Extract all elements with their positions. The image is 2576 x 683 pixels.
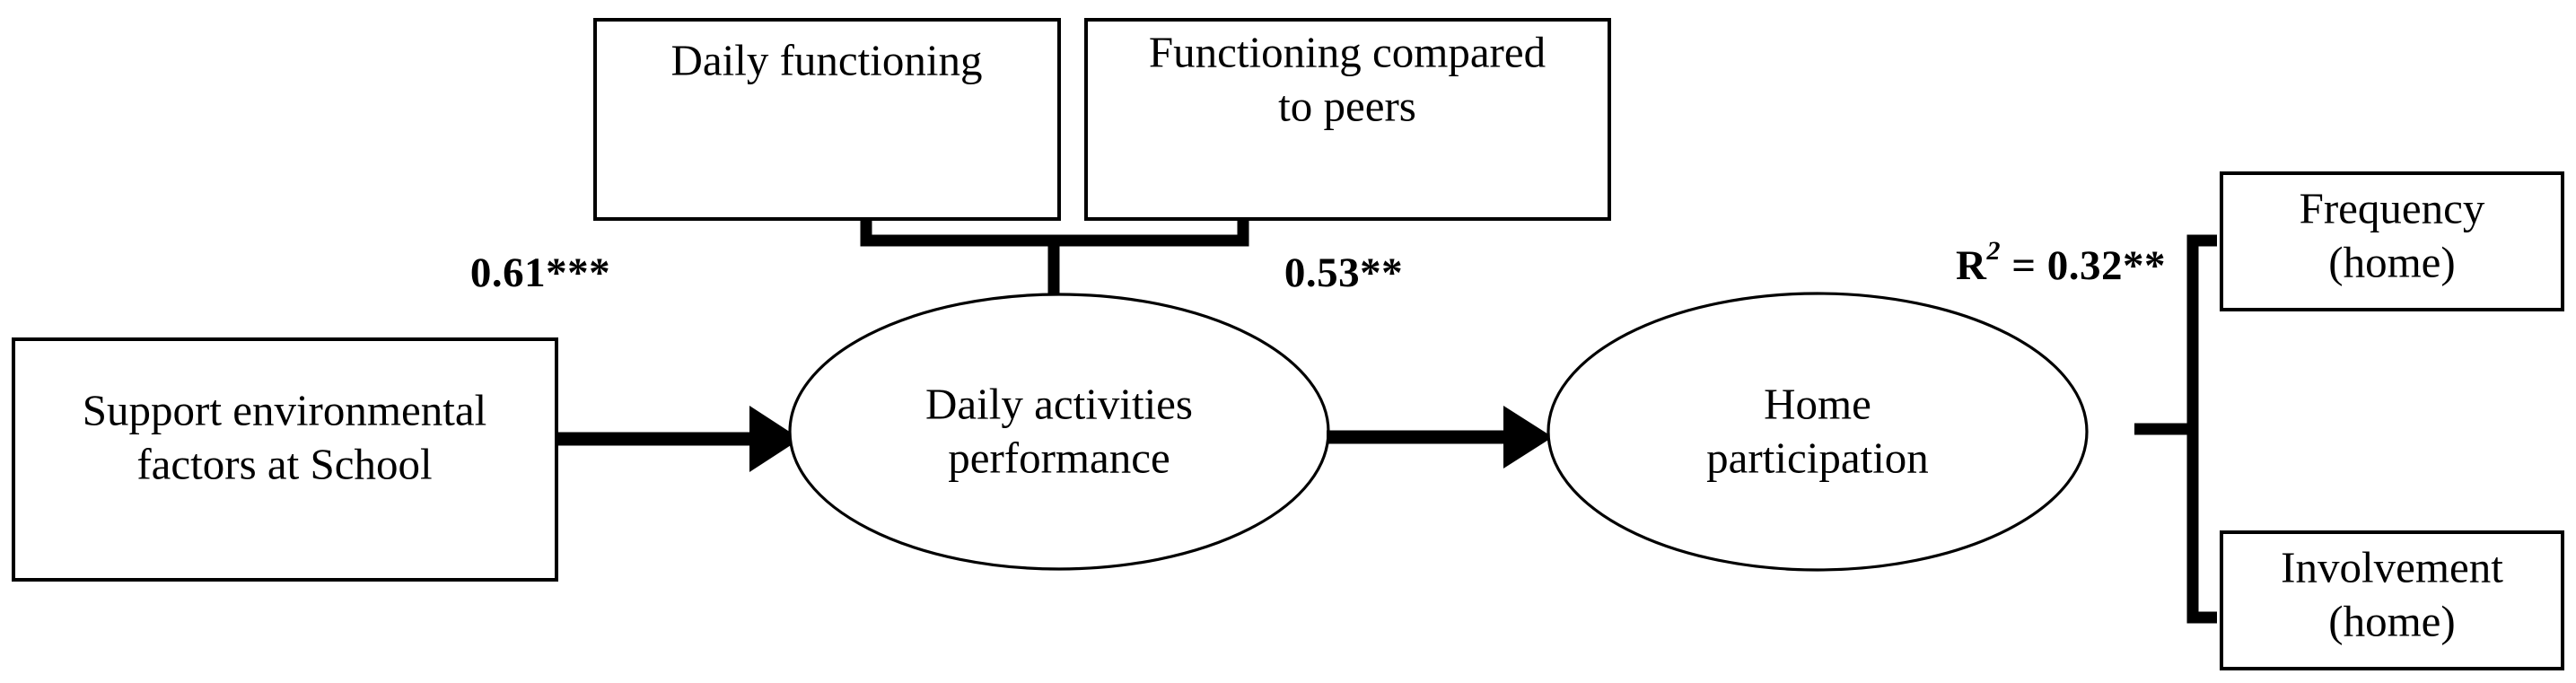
outcome-label-line1: Home — [1764, 379, 1871, 428]
involvement-home-label-line2: (home) — [2328, 596, 2456, 645]
node-support-environmental-factors: Support environmental factors at School — [12, 337, 558, 582]
functioning-peers-label-line1: Functioning compared — [1149, 27, 1546, 76]
frequency-home-label-line1: Frequency — [2300, 183, 2485, 232]
node-involvement-home: Involvement (home) — [2220, 530, 2564, 670]
r-squared-symbol: R — [1956, 242, 1987, 289]
node-functioning-compared-to-peers: Functioning compared to peers — [1084, 18, 1611, 221]
outcome-bracket-path — [2186, 234, 2217, 624]
mediator-label-line2: performance — [948, 433, 1170, 482]
functioning-peers-box — [1084, 18, 1611, 221]
predictor-label-line2: factors at School — [136, 439, 432, 488]
r-squared-exponent: 2 — [1985, 236, 2001, 266]
coefficient-label-mediator-indicators: 0.53** — [1284, 250, 1403, 296]
functioning-peers-label-line2: to peers — [1278, 81, 1416, 130]
node-daily-functioning: Daily functioning — [593, 18, 1061, 221]
predictor-label-line1: Support environmental — [83, 385, 486, 434]
daily-functioning-label-line1: Daily functioning — [670, 35, 982, 84]
daily-functioning-box — [593, 18, 1061, 221]
indicator-bracket-path — [860, 220, 1249, 247]
arrow2-head — [1503, 406, 1553, 468]
r-squared-equals: = — [2001, 242, 2047, 289]
node-home-participation: Home participation — [1546, 292, 2089, 572]
r-squared-value: 0.32 — [2047, 242, 2123, 289]
mediator-label-line1: Daily activities — [925, 379, 1193, 428]
predictor-box — [12, 337, 558, 582]
arrow-predictor-to-mediator — [556, 406, 801, 472]
outcome-label-line2: participation — [1706, 433, 1929, 482]
outcome-bracket — [2134, 234, 2217, 624]
mediator-ellipse — [788, 293, 1330, 571]
r-squared-significance: ** — [2123, 242, 2166, 289]
involvement-home-label-line1: Involvement — [2281, 542, 2503, 591]
arrow1-head — [749, 406, 801, 472]
arrow-mediator-to-outcome — [1327, 406, 1553, 468]
indicator-bracket — [860, 220, 1249, 299]
node-frequency-home: Frequency (home) — [2220, 171, 2564, 311]
frequency-home-label-line2: (home) — [2328, 237, 2456, 286]
outcome-ellipse — [1546, 292, 2089, 572]
involvement-home-box — [2220, 530, 2564, 670]
node-daily-activities-performance: Daily activities performance — [788, 293, 1330, 571]
coefficient-label-predictor-mediator: 0.61*** — [470, 250, 610, 296]
r-squared-label: R2 = 0.32** — [1956, 236, 2166, 289]
frequency-home-box — [2220, 171, 2564, 311]
